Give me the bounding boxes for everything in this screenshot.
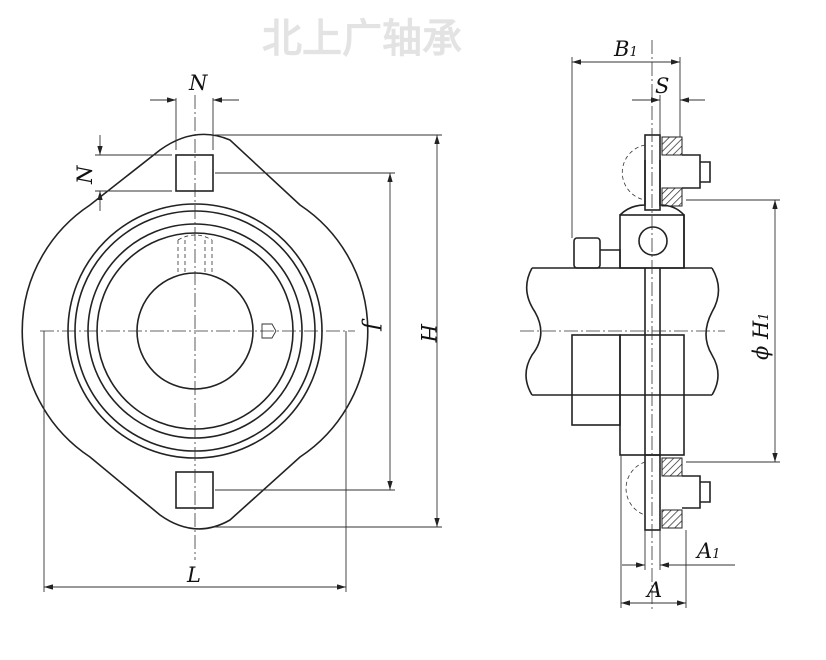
bolt-hole-top [175,154,214,192]
dim-A1: A1 [695,539,720,563]
dim-N-top: N [188,71,208,95]
dim-H1: ϕ H1 [749,312,773,360]
ball [638,226,668,256]
dim-S: S [655,74,669,98]
side-view: B1 S ϕ H1 A1 A [520,37,780,610]
bolt-hole-bottom [175,471,214,509]
dim-L: L [186,563,201,587]
dim-N-left: N [73,165,97,185]
dim-H: H [416,323,440,343]
dim-J: J [361,318,385,332]
bolt-top [682,154,711,189]
flange-outline [21,133,369,530]
flange-plate-top [644,134,661,211]
front-view: N N J H L [21,71,442,592]
flange-plate-bottom [644,454,661,531]
collar-screw [573,237,601,269]
bolt-bottom [682,475,711,509]
dim-B1: B1 [613,37,638,61]
collar-lower [571,334,621,426]
shaft [525,267,720,396]
watermark: 北上广轴承 [262,16,462,62]
dim-A: A [645,578,662,602]
